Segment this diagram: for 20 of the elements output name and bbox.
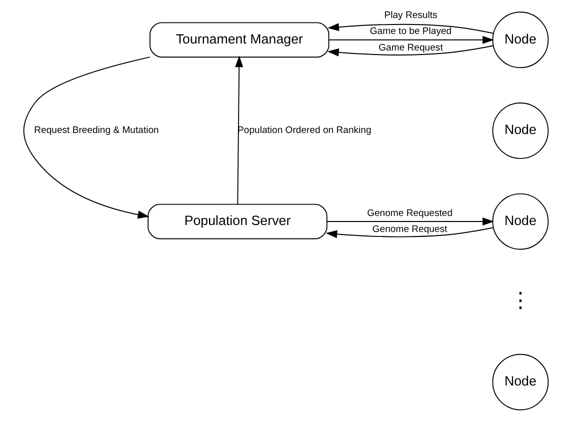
edge-label: Game to be Played bbox=[369, 26, 452, 38]
node-circle: Node bbox=[492, 193, 548, 250]
arrow bbox=[327, 23, 494, 34]
edge-label: Play Results bbox=[384, 10, 437, 21]
edge-label: Genome Requested bbox=[366, 208, 452, 219]
node-circle: Node bbox=[492, 102, 548, 159]
arrow bbox=[325, 227, 494, 238]
arrow bbox=[328, 36, 494, 44]
arrow bbox=[326, 218, 494, 226]
label: ⋮ bbox=[509, 289, 530, 312]
edge-label: Game Request bbox=[378, 42, 442, 54]
node-box: Tournament Manager bbox=[149, 22, 329, 58]
arrow bbox=[234, 56, 243, 205]
edge-label: Request Breeding & Mutation bbox=[34, 125, 158, 136]
arrow bbox=[326, 45, 494, 56]
arrow bbox=[22, 56, 150, 219]
node-circle: Node bbox=[492, 12, 548, 68]
node-circle: Node bbox=[492, 354, 548, 410]
edge-label: Genome Request bbox=[372, 224, 447, 236]
node-box: Population Server bbox=[147, 204, 327, 240]
